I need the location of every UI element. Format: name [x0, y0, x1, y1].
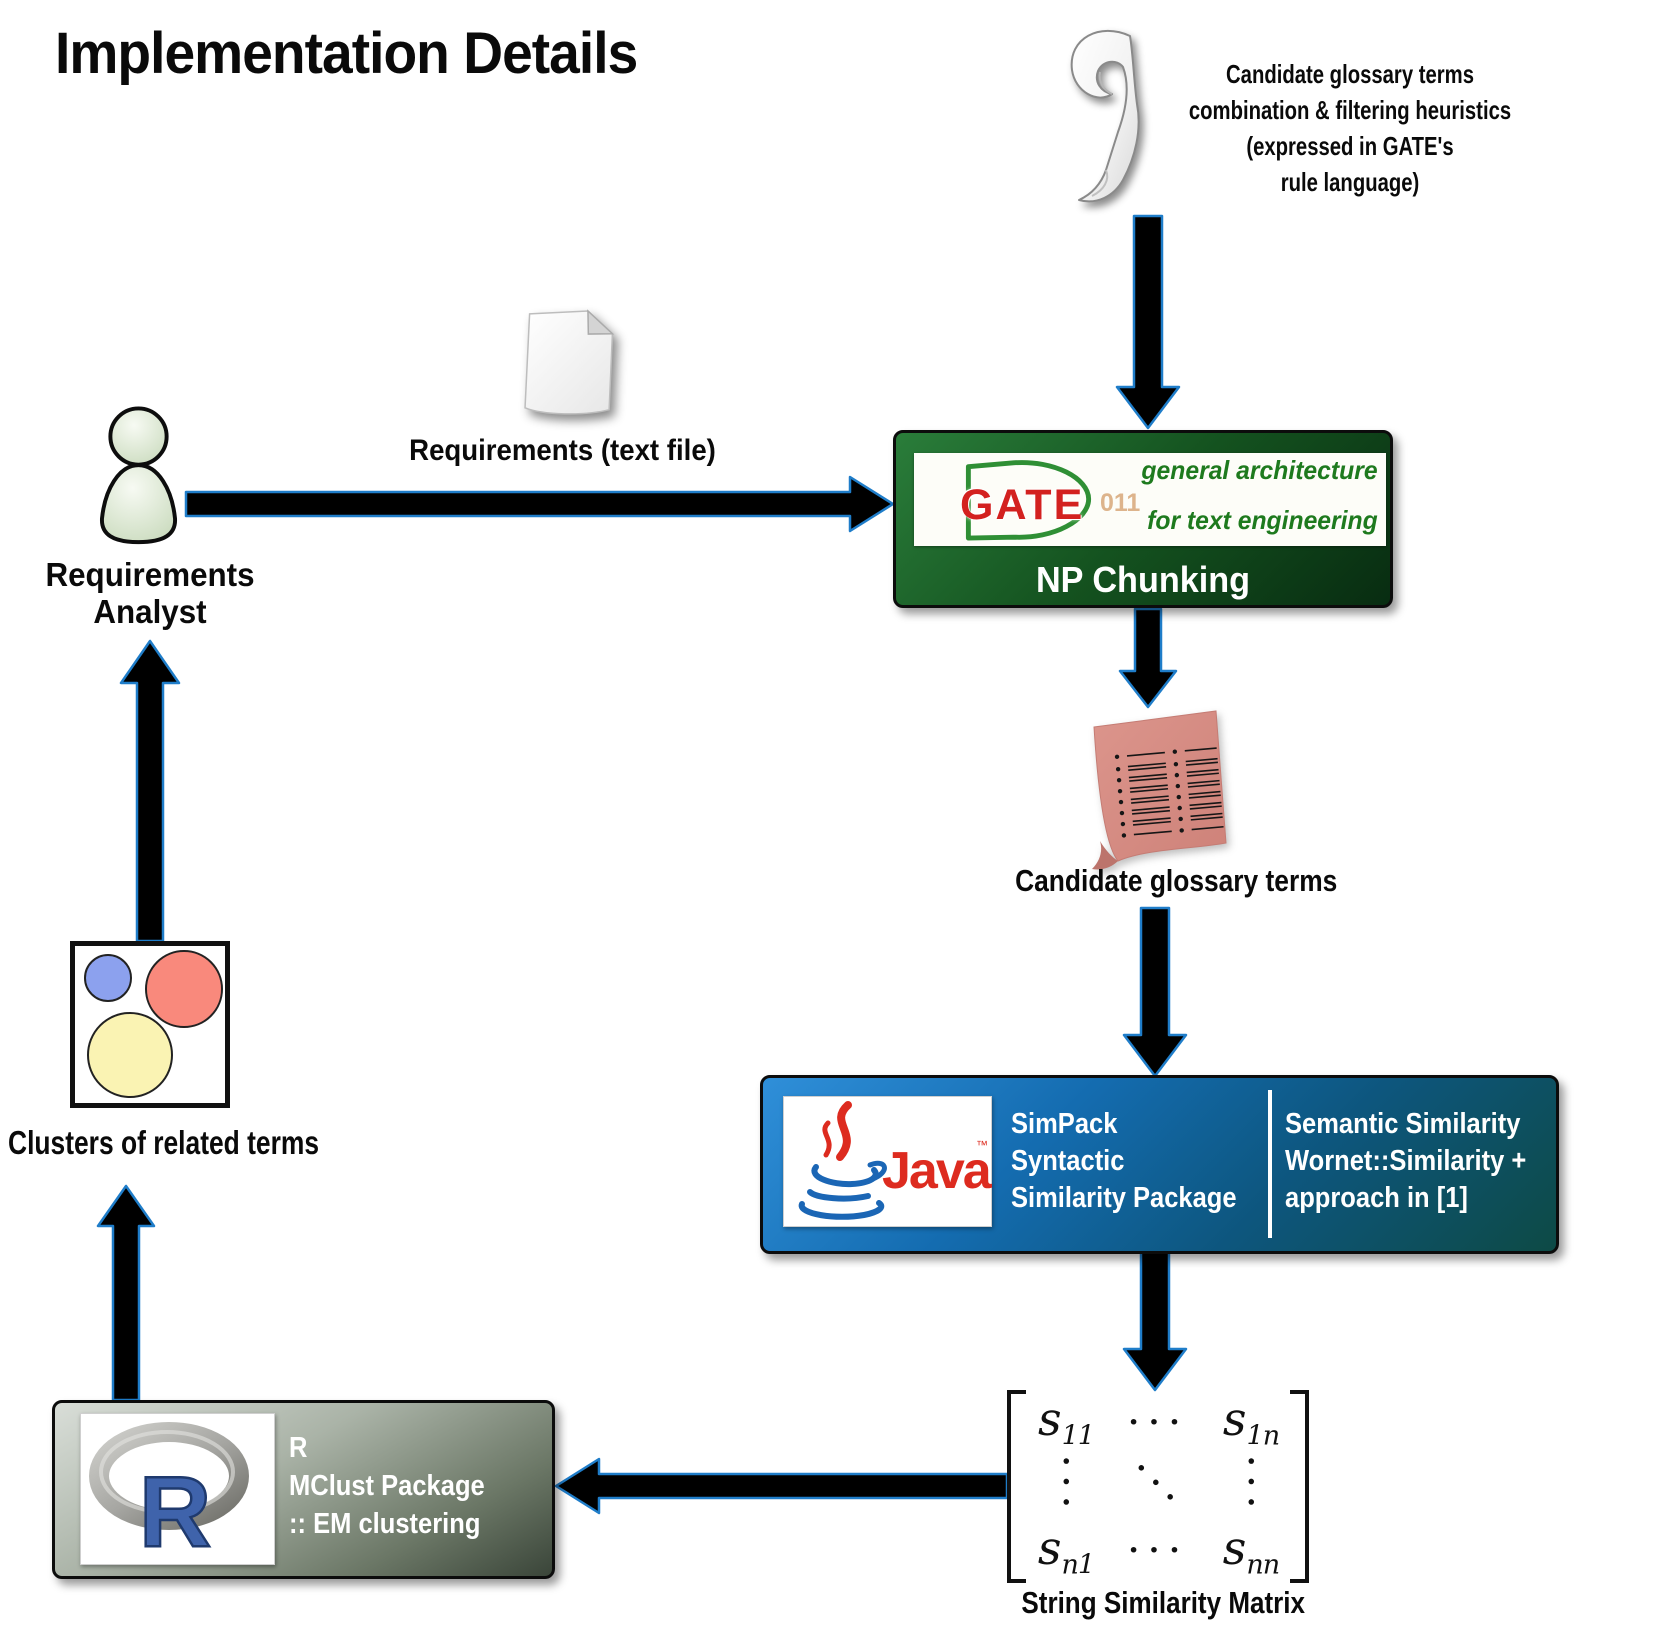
- svg-text:Java: Java: [882, 1142, 993, 1200]
- java-left-line1: SimPack: [1011, 1108, 1118, 1140]
- matrix-vdots-left: ···: [1048, 1455, 1084, 1518]
- r-logo-icon: R: [89, 1422, 249, 1569]
- java-left-line3: Similarity Package: [1011, 1182, 1237, 1214]
- r-logo: R: [80, 1413, 275, 1569]
- cluster-yellow-circle: [87, 1012, 173, 1098]
- java-logo-icon: Java ™: [798, 1101, 995, 1220]
- cluster-red-circle: [145, 950, 223, 1028]
- java-column-divider: [1268, 1090, 1272, 1238]
- analyst-label: Requirements Analyst: [36, 556, 264, 630]
- r-line1: R: [289, 1432, 308, 1464]
- heuristics-note-line1: Candidate glossary terms: [1226, 59, 1474, 89]
- gate-arch-icon: [965, 460, 1092, 541]
- heuristics-note-line2: combination & filtering heuristics: [1188, 95, 1512, 125]
- requirements-analyst-icon: [100, 406, 177, 545]
- r-clustering-box: R R MClust Package :: EM clustering: [52, 1400, 555, 1579]
- gate-logo: GATE 011 general architecture for text e…: [914, 453, 1386, 546]
- matrix-cell-s1n: s1n: [1222, 1392, 1280, 1452]
- matrix-cell-sn1: sn1: [1037, 1521, 1095, 1581]
- gate-tagline-2: for text engineering: [1147, 505, 1378, 535]
- java-right-line3: approach in [1]: [1285, 1182, 1468, 1214]
- r-text-column: R MClust Package :: EM clustering: [289, 1429, 485, 1543]
- svg-text:R: R: [139, 1456, 211, 1568]
- java-left-column: SimPack Syntactic Similarity Package: [1011, 1106, 1237, 1217]
- analyst-label-line1: Requirements: [45, 556, 255, 593]
- matrix-cell-snn: snn: [1222, 1521, 1280, 1581]
- heuristics-note: Candidate glossary terms combination & f…: [1175, 56, 1526, 200]
- gate-np-chunking-box: GATE 011 general architecture for text e…: [893, 430, 1393, 608]
- arrow-heuristics-to-gate: [1115, 214, 1181, 430]
- java-left-line2: Syntactic: [1011, 1145, 1125, 1177]
- arrow-java-to-matrix: [1122, 1248, 1188, 1392]
- r-line3: :: EM clustering: [289, 1508, 481, 1540]
- java-logo: Java ™: [783, 1096, 995, 1227]
- requirements-file-icon: [524, 309, 615, 415]
- svg-text:™: ™: [976, 1138, 988, 1152]
- scroll-icon: [1070, 29, 1140, 203]
- clusters-label: Clusters of related terms: [8, 1124, 320, 1161]
- analyst-label-line2: Analyst: [93, 593, 207, 630]
- matrix-ddots: ···: [1124, 1452, 1194, 1521]
- matrix-cdots-top: ···: [1128, 1404, 1190, 1440]
- arrow-r-to-clusters: [96, 1184, 156, 1402]
- candidate-terms-document-icon: [1092, 710, 1227, 870]
- java-right-line1: Semantic Similarity: [1285, 1108, 1521, 1140]
- heuristics-note-line3: (expressed in GATE's: [1246, 131, 1454, 161]
- clusters-box: [70, 941, 230, 1108]
- matrix-cell-s11: s11: [1038, 1392, 1095, 1452]
- arrow-terms-to-java: [1122, 906, 1188, 1078]
- heuristics-note-line4: rule language): [1280, 167, 1420, 197]
- np-chunking-label: NP Chunking: [1035, 559, 1251, 600]
- requirements-file-label: Requirements (text file): [409, 434, 716, 467]
- matrix-label: String Similarity Matrix: [1021, 1585, 1306, 1620]
- arrow-gate-to-terms: [1118, 607, 1178, 709]
- matrix-cdots-bottom: ···: [1128, 1533, 1190, 1569]
- gate-wordmark: GATE: [960, 481, 1085, 529]
- java-similarity-box: Java ™ SimPack Syntactic Similarity Pack…: [760, 1075, 1559, 1254]
- matrix-grid: s11 ··· s1n ··· ··· ··· sn1 ··· snn: [1021, 1390, 1295, 1583]
- candidate-terms-label: Candidate glossary terms: [1015, 863, 1338, 898]
- matrix-left-bracket: [1007, 1390, 1026, 1583]
- matrix-vdots-right: ···: [1233, 1455, 1269, 1518]
- gate-tagline-1: general architecture: [1141, 455, 1378, 485]
- java-right-column: Semantic Similarity Wornet::Similarity +…: [1285, 1106, 1526, 1217]
- cluster-blue-circle: [84, 954, 132, 1002]
- gate-year-text: 011: [1100, 489, 1141, 517]
- r-line2: MClust Package: [289, 1470, 485, 1502]
- clusters-icon: [84, 950, 223, 1098]
- page-title: Implementation Details: [55, 21, 638, 86]
- arrow-analyst-to-gate: [184, 475, 895, 533]
- arrow-matrix-to-r: [554, 1457, 1009, 1515]
- java-right-line2: Wornet::Similarity +: [1285, 1145, 1527, 1177]
- matrix-right-bracket: [1290, 1390, 1309, 1583]
- arrow-clusters-to-analyst: [119, 639, 181, 943]
- similarity-matrix: s11 ··· s1n ··· ··· ··· sn1 ··· snn: [1007, 1390, 1309, 1583]
